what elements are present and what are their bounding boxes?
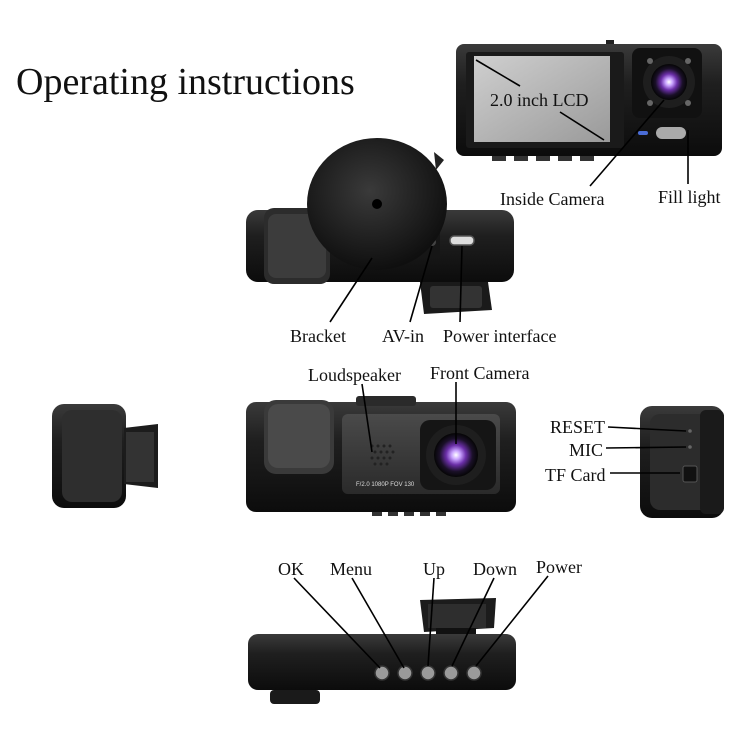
lcd-screen: [474, 56, 610, 142]
loudspeaker-label: Loudspeaker: [308, 365, 401, 385]
up-button: [420, 665, 436, 681]
down-label: Down: [473, 559, 517, 579]
callout-lines: [293, 59, 689, 669]
inside-camera-lens: [651, 64, 687, 100]
bracket-view-device: [246, 138, 514, 314]
back-view-device: [456, 40, 722, 161]
menu-label: Menu: [330, 559, 372, 579]
page-title: Operating instructions: [16, 61, 355, 103]
mic-label: MIC: [569, 440, 604, 460]
front-camera-label: Front Camera: [430, 363, 530, 383]
reset-hole: [688, 429, 692, 433]
down-button: [443, 665, 459, 681]
av-in-label: AV-in: [382, 326, 425, 346]
buttons-view-device: [248, 598, 516, 704]
right-side-device: [640, 406, 724, 518]
power-button: [466, 665, 482, 681]
fill-light-label: Fill light: [658, 187, 721, 207]
tf-card-slot: [682, 465, 698, 483]
power-interface-label: Power interface: [443, 326, 557, 346]
front-camera-lens: [434, 433, 478, 477]
inside-camera-label: Inside Camera: [500, 189, 605, 209]
up-label: Up: [423, 559, 445, 579]
reset-label: RESET: [550, 417, 606, 437]
ok-label: OK: [278, 559, 304, 579]
bracket-label: Bracket: [290, 326, 346, 346]
lcd-label: 2.0 inch LCD: [490, 90, 589, 110]
ok-button: [374, 665, 390, 681]
menu-button: [397, 665, 413, 681]
left-side-device: [52, 404, 158, 508]
tf-card-label: TF Card: [545, 465, 606, 485]
mic-hole: [688, 445, 692, 449]
lens-spec-text: F/2.0 1080P FOV 130: [356, 482, 415, 488]
fill-light-led: [656, 127, 686, 139]
front-view-device: [246, 396, 516, 516]
power-label: Power: [536, 557, 582, 577]
